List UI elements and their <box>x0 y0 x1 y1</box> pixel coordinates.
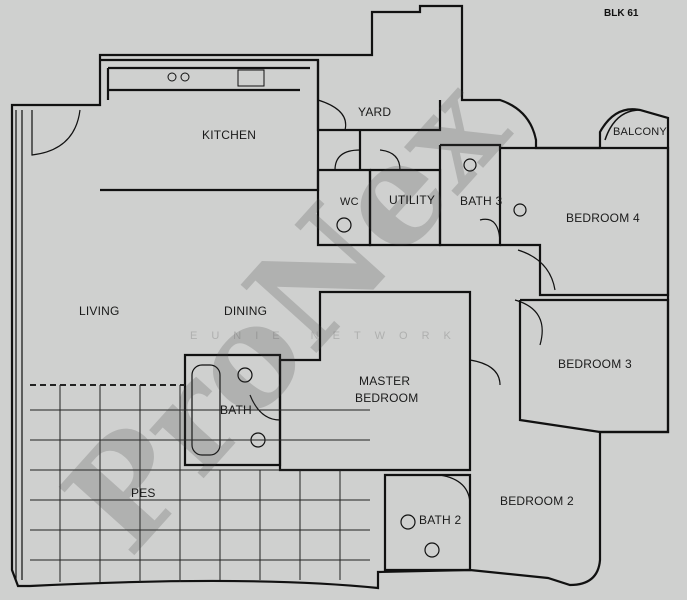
watermark-tagline: EUNIE NETWORK <box>190 330 465 342</box>
label-kitchen: KITCHEN <box>202 128 257 142</box>
kitchen-counter <box>106 66 310 100</box>
label-utility: UTILITY <box>389 193 436 207</box>
label-master-bedroom-line1: MASTER <box>359 374 411 388</box>
label-bath3: BATH 3 <box>460 194 503 208</box>
pes-tiles <box>30 384 370 582</box>
entrance-door <box>31 109 81 156</box>
label-bedroom4: BEDROOM 4 <box>566 211 640 225</box>
bedroom3-wall <box>518 298 670 434</box>
bedroom4-wall <box>500 146 670 297</box>
kitchen-wall <box>100 58 320 192</box>
label-living: LIVING <box>79 304 120 318</box>
label-balcony: BALCONY <box>613 126 667 138</box>
label-pes: PES <box>131 486 156 500</box>
outer-wall <box>10 4 670 590</box>
left-window <box>15 110 23 580</box>
label-bedroom3: BEDROOM 3 <box>558 357 632 371</box>
label-yard: YARD <box>358 105 392 119</box>
label-dining: DINING <box>224 304 268 318</box>
label-wc: WC <box>340 196 359 208</box>
door-swings <box>249 99 556 506</box>
bath-wall <box>183 353 282 467</box>
label-bedroom2: BEDROOM 2 <box>500 494 574 508</box>
label-bath2: BATH 2 <box>419 513 462 527</box>
label-master-bedroom-line2: BEDROOM <box>355 391 419 405</box>
block-label: BLK 61 <box>604 8 639 19</box>
label-bath: BATH <box>220 403 252 417</box>
balcony-arc <box>604 109 669 141</box>
